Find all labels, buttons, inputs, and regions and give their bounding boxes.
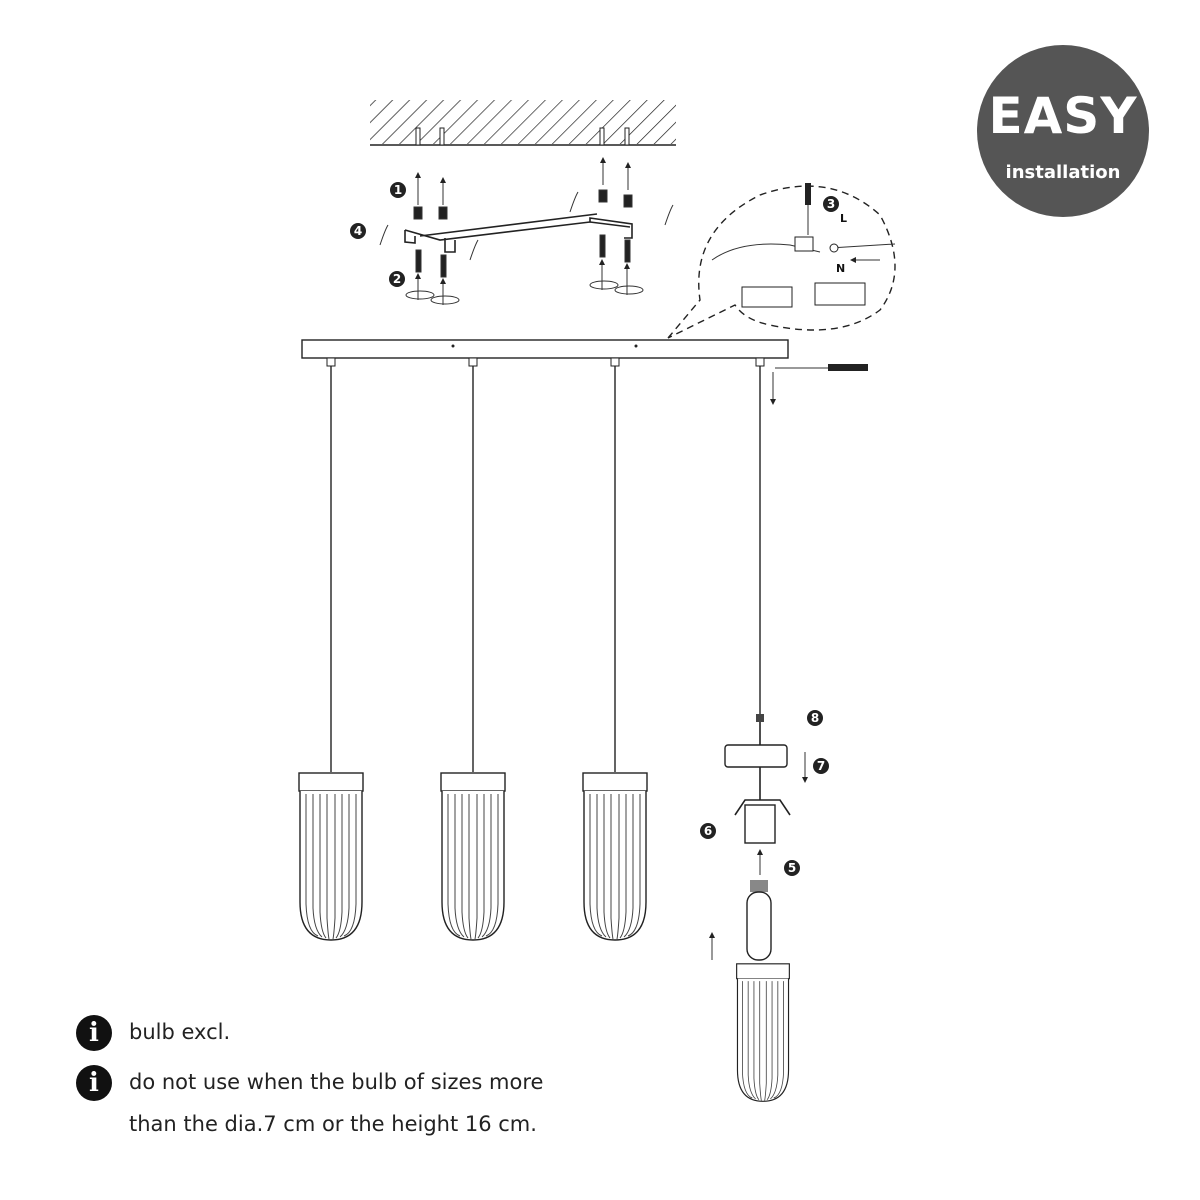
neutral-wire-label: N [836,262,845,275]
pendant-shade-1 [299,773,363,940]
live-wire-label: L [840,212,847,225]
step-5-marker: 5 [784,860,800,876]
pendant-shade-2 [441,773,505,940]
pendant-cords [330,366,761,772]
mounting-bracket [404,213,633,253]
svg-text:4: 4 [354,224,362,238]
easy-installation-badge: EASY installation [977,45,1149,217]
wiring-detail-inset: L N [667,183,896,339]
note-bulb-size-line1: do not use when the bulb of sizes more [129,1070,544,1094]
step-7-marker: 7 [813,758,829,774]
pendant-shade-3 [583,773,647,940]
note-bulb-size-line2: than the dia.7 cm or the height 16 cm. [129,1112,537,1136]
step-6-marker: 6 [700,823,716,839]
badge-subtitle: installation [1005,162,1121,183]
info-icon: i [76,1065,112,1101]
svg-text:3: 3 [827,197,835,211]
svg-text:6: 6 [704,824,712,838]
svg-text:2: 2 [393,272,401,286]
step-1-marker: 1 [390,182,406,198]
step-8-marker: 8 [807,710,823,726]
step-2-marker: 2 [389,271,405,287]
exploded-pendant-assembly [709,714,808,1103]
screws [379,191,674,305]
note-bulb-excluded: bulb excl. [129,1020,231,1044]
badge-title: EASY [988,87,1138,145]
ceiling [370,100,676,146]
canopy [301,339,868,405]
svg-text:5: 5 [788,861,796,875]
step-3-marker: 3 [823,196,839,212]
info-icon: i [76,1015,112,1051]
svg-text:1: 1 [394,183,402,197]
step-markers: 1 2 3 4 5 6 7 8 [350,182,839,876]
svg-text:8: 8 [811,711,819,725]
wall-anchors [413,157,633,220]
step-4-marker: 4 [350,223,366,239]
pendant-shade-exploded [735,963,791,1103]
svg-text:7: 7 [817,759,825,773]
